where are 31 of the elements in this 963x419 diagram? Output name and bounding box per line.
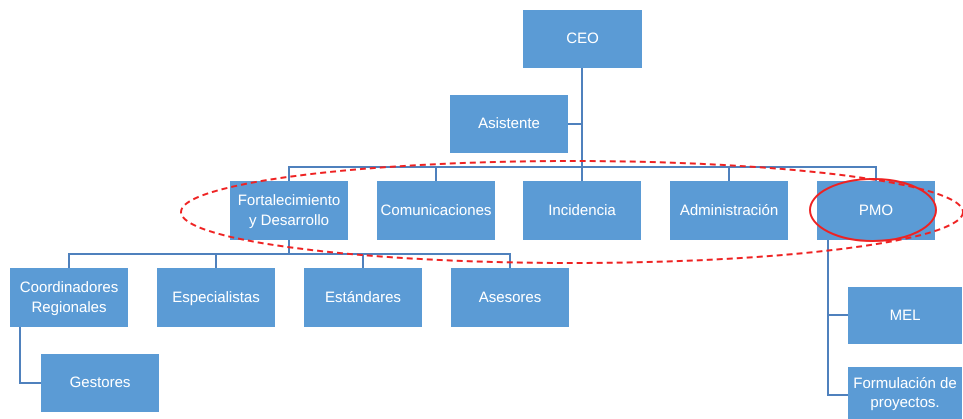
box-label: Administración [680, 200, 778, 220]
box-label: MEL [890, 306, 920, 326]
org-box [817, 181, 935, 240]
org-box [523, 10, 642, 68]
org-box [451, 268, 569, 327]
connector-line [19, 327, 41, 384]
box-label: Incidencia [548, 200, 616, 220]
org-box [230, 181, 348, 240]
org-box [523, 181, 641, 240]
box-label: Coordinadores Regionales [18, 278, 120, 317]
org-box [304, 268, 422, 327]
box-label: Comunicaciones [380, 200, 492, 220]
box-label: Fortalecimiento y Desarrollo [236, 191, 342, 230]
connector-line [827, 240, 848, 396]
org-box [848, 367, 962, 419]
box-label: CEO [566, 29, 599, 49]
org-box [670, 181, 788, 240]
org-box [450, 95, 568, 153]
box-label: Formulación de proyectos. [852, 374, 958, 412]
box-label: Asistente [478, 114, 540, 134]
org-box [10, 268, 128, 327]
org-box [848, 287, 962, 344]
org-box [41, 354, 159, 412]
org-box [377, 181, 495, 240]
box-label: Especialistas [172, 288, 260, 308]
box-label: Estándares [325, 288, 401, 308]
connector-line [581, 68, 877, 181]
org-box [157, 268, 275, 327]
box-label: Asesores [478, 288, 542, 308]
box-label: PMO [858, 200, 894, 220]
box-label: Gestores [70, 373, 130, 393]
